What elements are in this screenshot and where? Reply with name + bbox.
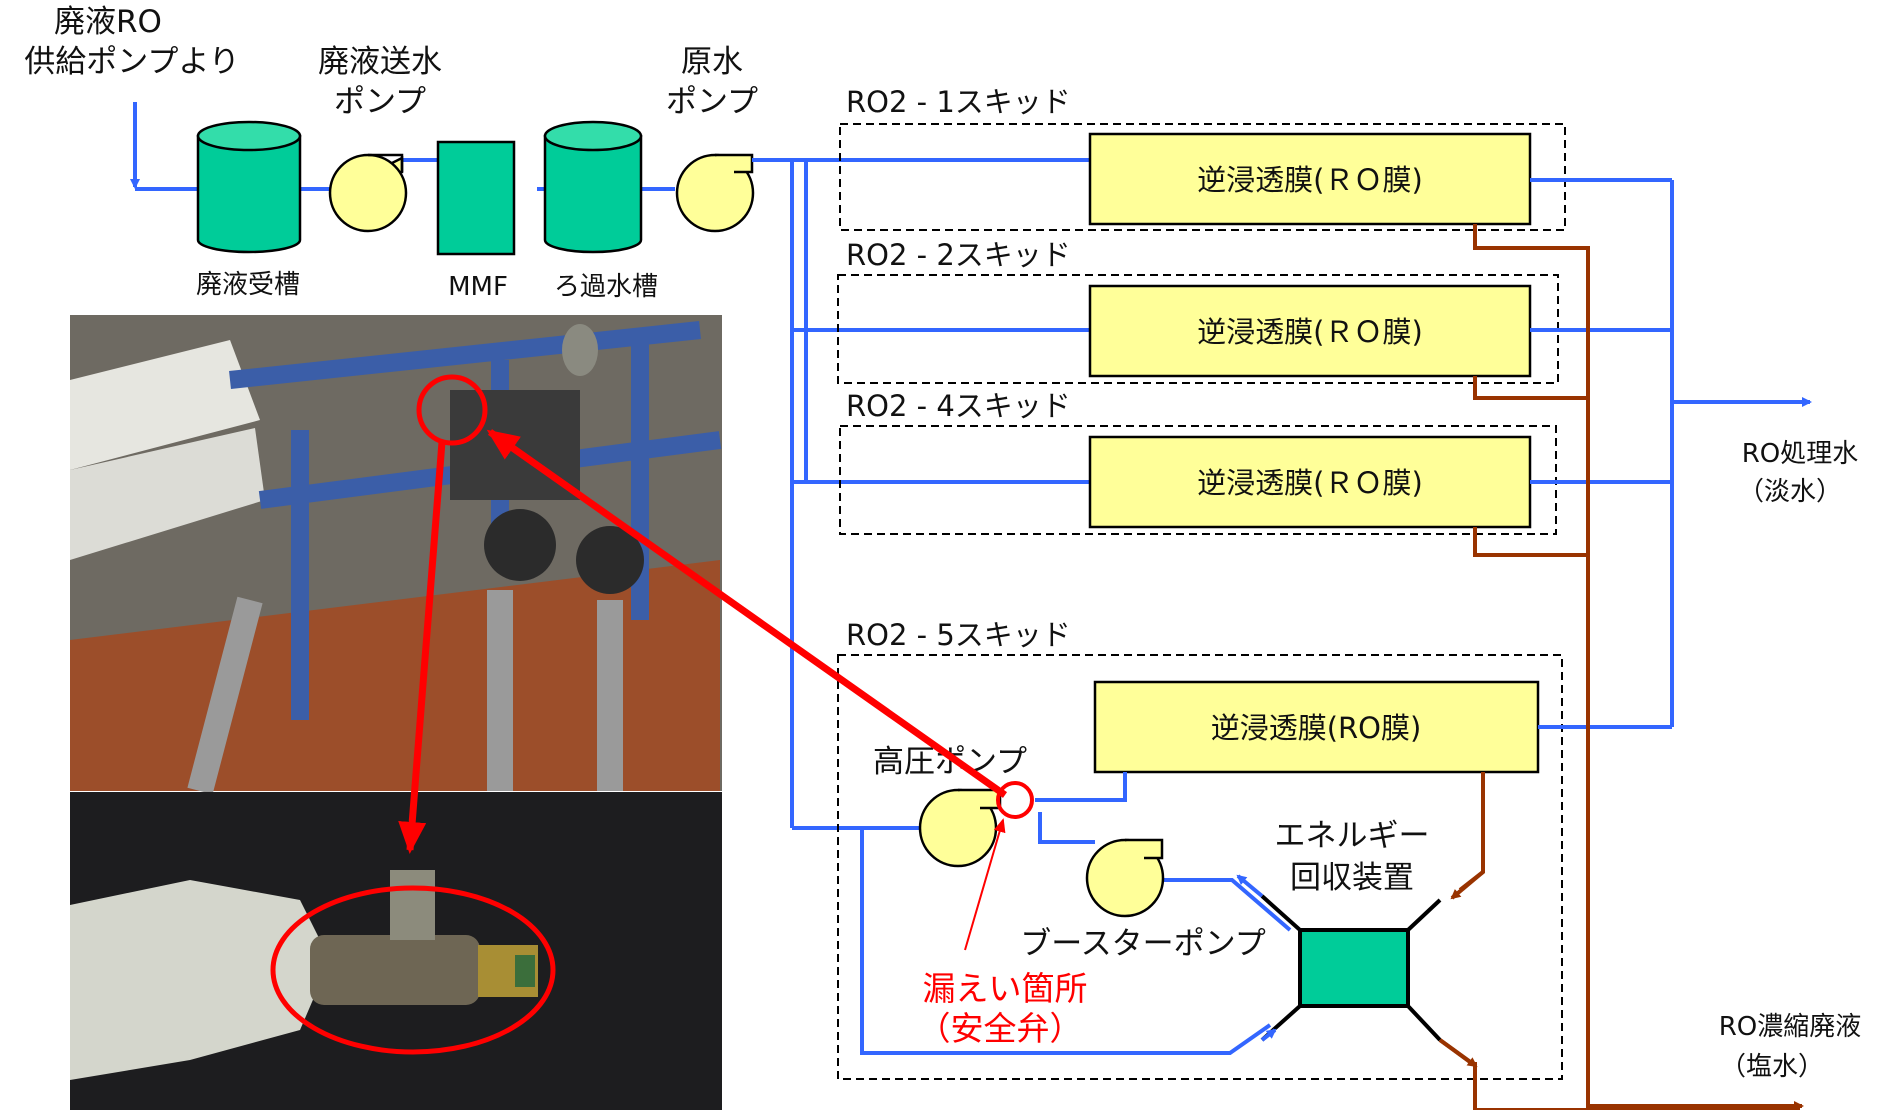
energy-recovery-device	[1260, 894, 1442, 1042]
skid-4-membrane	[1088, 435, 1532, 529]
receiving-tank-label: 廃液受槽	[196, 270, 300, 300]
erd-to-booster-arrow	[1236, 874, 1264, 898]
raw-water-pump-icon	[675, 153, 755, 233]
high-pressure-pump-icon	[918, 788, 1002, 868]
filtered-tank-label: ろ過水槽	[554, 272, 658, 302]
feed-line-top	[135, 158, 790, 191]
equipment-photo	[70, 315, 722, 795]
erd-label-line2: 回収装置	[1290, 860, 1414, 896]
leak-pointer-arrow	[964, 818, 1006, 951]
transfer-pump-icon	[328, 153, 408, 233]
leak-point-marker	[996, 781, 1034, 819]
photo-to-closeup-arrow	[398, 441, 446, 854]
treated-water-lines	[1530, 178, 1674, 729]
skid-4-membrane-label: 逆浸透膜(ＲＯ膜)	[1197, 466, 1423, 500]
treated-water-label-line1: RO処理水	[1742, 439, 1859, 469]
receiving-tank	[196, 120, 302, 254]
erd-label-line1: エネルギー	[1275, 818, 1430, 854]
booster-pump-icon	[1085, 838, 1165, 918]
skid-2-membrane	[1088, 284, 1532, 378]
skid-5-membrane	[1093, 680, 1540, 774]
inflow-label-line2: 供給ポンプより	[24, 44, 239, 80]
concentrate-label-line2: （塩水）	[1720, 1052, 1824, 1082]
diagram-to-photo-arrow	[486, 429, 1008, 798]
raw-pump-label-line1: 原水	[681, 44, 743, 80]
mmf-label: MMF	[448, 272, 508, 302]
erd-brine-out-arrow	[1438, 1038, 1478, 1068]
transfer-pump-label-line1: 廃液送水	[318, 44, 442, 80]
raw-pump-label-line2: ポンプ	[666, 84, 758, 120]
brine-to-erd-arrow	[1450, 870, 1485, 900]
skid-1-membrane	[1088, 132, 1532, 226]
closeup-photo	[70, 792, 722, 1110]
booster-pump-label: ブースターポンプ	[1020, 926, 1266, 962]
skid-5-boundary	[837, 654, 1563, 1080]
concentrate-label-line1: RO濃縮廃液	[1719, 1012, 1862, 1042]
high-pressure-pump-label: 高圧ポンプ	[873, 744, 1027, 780]
skid-5-membrane-label: 逆浸透膜(RO膜)	[1211, 711, 1422, 745]
leak-label-line2: （安全弁）	[918, 1009, 1083, 1048]
feed-to-erd-arrow	[1260, 1028, 1277, 1042]
photo-leak-marker	[416, 374, 488, 446]
skid-1-membrane-label: 逆浸透膜(ＲＯ膜)	[1197, 163, 1423, 197]
skid-4-title: RO2 - 4スキッド	[846, 389, 1071, 423]
closeup-leak-marker	[270, 885, 556, 1055]
treated-water-label-line2: （淡水）	[1738, 477, 1842, 507]
transfer-pump-label-line2: ポンプ	[334, 84, 426, 120]
leak-label-line1: 漏えい箇所	[923, 969, 1088, 1008]
inflow-label-line1: 廃液RO	[54, 4, 162, 40]
skid-5-feed-piping	[860, 772, 1292, 1055]
mmf-filter	[436, 140, 516, 256]
skid-2-membrane-label: 逆浸透膜(ＲＯ膜)	[1197, 315, 1423, 349]
skid-5-title: RO2 - 5スキッド	[846, 618, 1071, 652]
skid-2-title: RO2 - 2スキッド	[846, 238, 1071, 272]
filtered-water-tank	[543, 120, 643, 254]
skid-1-title: RO2 - 1スキッド	[846, 85, 1071, 119]
